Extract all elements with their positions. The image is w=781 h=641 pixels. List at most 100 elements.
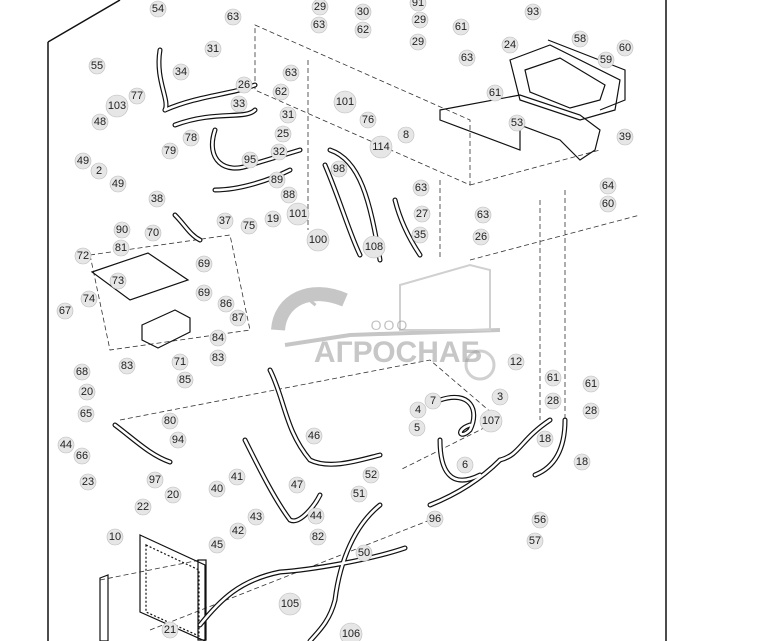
callout-number: 4 (415, 404, 421, 416)
callout-86: 86 (217, 295, 235, 313)
callout-98: 98 (330, 160, 348, 178)
callout-number: 85 (179, 374, 191, 386)
valve-block (141, 309, 191, 349)
callout-number: 31 (282, 109, 294, 121)
callout-number: 68 (76, 366, 88, 378)
callout-number: 61 (547, 372, 559, 384)
callout-42: 42 (229, 522, 247, 540)
callout-107: 107 (479, 409, 503, 433)
callout-50: 50 (355, 544, 373, 562)
callout-52: 52 (362, 466, 380, 484)
callout-number: 27 (416, 208, 428, 220)
callout-number: 57 (529, 535, 541, 547)
callout-number: 18 (539, 433, 551, 445)
callout-31: 31 (279, 106, 297, 124)
callout-number: 90 (116, 224, 128, 236)
callout-47: 47 (288, 476, 306, 494)
callout-number: 29 (314, 1, 326, 13)
callout-number: 93 (527, 6, 539, 18)
callout-71: 71 (171, 353, 189, 371)
callout-7: 7 (424, 392, 442, 410)
callout-77: 77 (128, 87, 146, 105)
callout-27: 27 (413, 205, 431, 223)
callout-number: 20 (81, 386, 93, 398)
callout-number: 60 (602, 198, 614, 210)
callout-number: 37 (219, 215, 231, 227)
callout-39: 39 (616, 128, 634, 146)
callout-number: 3 (497, 391, 503, 403)
callout-number: 10 (109, 531, 121, 543)
callout-64: 64 (599, 177, 617, 195)
callout-25: 25 (274, 125, 292, 143)
callout-number: 74 (83, 293, 95, 305)
callout-49: 49 (109, 175, 127, 193)
oil-cooler (99, 534, 207, 641)
callout-number: 61 (585, 378, 597, 390)
callout-number: 26 (475, 231, 487, 243)
callout-number: 42 (232, 525, 244, 537)
callout-57: 57 (526, 532, 544, 550)
callout-45: 45 (208, 536, 226, 554)
assembly-guide-middle (119, 359, 501, 471)
callout-97: 97 (146, 471, 164, 489)
callout-number: 22 (137, 501, 149, 513)
callout-101: 101 (286, 202, 310, 226)
callout-94: 94 (169, 431, 187, 449)
callout-number: 63 (415, 182, 427, 194)
callout-106: 106 (339, 622, 363, 641)
callout-38: 38 (148, 190, 166, 208)
callout-number: 19 (267, 213, 279, 225)
callout-number: 73 (112, 275, 124, 287)
callout-63: 63 (310, 16, 328, 34)
mounting-bracket (439, 39, 626, 161)
callout-number: 47 (291, 479, 303, 491)
callout-number: 61 (455, 21, 467, 33)
callout-31: 31 (204, 40, 222, 58)
callout-number: 64 (602, 180, 614, 192)
callout-63: 63 (458, 49, 476, 67)
callout-60: 60 (616, 39, 634, 57)
callout-number: 49 (112, 178, 124, 190)
callout-24: 24 (501, 36, 519, 54)
callout-number: 41 (231, 471, 243, 483)
callout-88: 88 (280, 186, 298, 204)
callout-number: 5 (414, 422, 420, 434)
callout-number: 60 (619, 42, 631, 54)
callout-96: 96 (426, 510, 444, 528)
callout-number: 101 (336, 96, 354, 108)
callout-69: 69 (195, 255, 213, 273)
callout-51: 51 (350, 485, 368, 503)
callout-number: 100 (309, 234, 327, 246)
callout-34: 34 (172, 63, 190, 81)
callout-62: 62 (272, 83, 290, 101)
callout-19: 19 (264, 210, 282, 228)
callout-69: 69 (195, 284, 213, 302)
callout-number: 2 (96, 165, 102, 177)
hoses (112, 47, 568, 641)
assembly-outline-top (254, 24, 471, 186)
callout-108: 108 (362, 235, 386, 259)
assembly-outline-valve (89, 234, 251, 351)
callout-100: 100 (306, 228, 330, 252)
callout-4: 4 (409, 401, 427, 419)
callout-number: 63 (461, 52, 473, 64)
callout-20: 20 (164, 486, 182, 504)
callout-number: 24 (504, 39, 516, 51)
callout-84: 84 (209, 329, 227, 347)
callout-101: 101 (333, 90, 357, 114)
callout-number: 44 (310, 510, 322, 522)
callout-number: 54 (152, 3, 164, 15)
callout-29: 29 (411, 11, 429, 29)
callout-number: 98 (333, 163, 345, 175)
callout-79: 79 (161, 142, 179, 160)
callout-number: 8 (403, 129, 409, 141)
callout-number: 69 (198, 258, 210, 270)
callout-number: 67 (59, 305, 71, 317)
callout-56: 56 (531, 511, 549, 529)
callout-number: 45 (211, 539, 223, 551)
callout-number: 87 (232, 312, 244, 324)
callout-46: 46 (305, 427, 323, 445)
callout-number: 20 (167, 489, 179, 501)
callout-30: 30 (354, 3, 372, 21)
